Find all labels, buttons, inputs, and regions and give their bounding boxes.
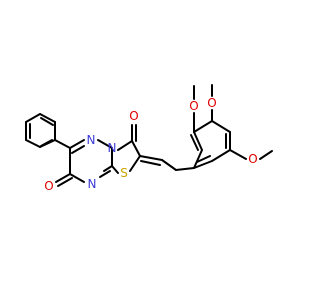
bond (40, 139, 53, 147)
bond (54, 139, 71, 149)
bond (55, 173, 71, 183)
bond (193, 131, 203, 151)
phenyl-ring (25, 113, 56, 148)
bond (69, 139, 85, 149)
bond (259, 150, 273, 160)
bond (129, 155, 141, 172)
bond (39, 113, 56, 123)
bond (193, 120, 213, 133)
bond (211, 149, 231, 162)
bond (97, 139, 113, 149)
bond (196, 155, 211, 163)
atom-nitrogen: N (87, 133, 96, 147)
bond (131, 140, 141, 157)
bond (140, 160, 161, 166)
bond (57, 177, 73, 187)
atom-oxygen: O (248, 152, 257, 166)
bond (193, 149, 203, 169)
bond (175, 167, 195, 171)
structure-svg: N N N S O O O O O (25, 84, 273, 193)
bond (211, 120, 231, 133)
bond (111, 165, 119, 174)
thiazole-ring (111, 140, 141, 174)
atom-sulfur: S (120, 166, 128, 180)
molecule-diagram: N N N S O O O O O (25, 84, 273, 193)
bond (229, 149, 247, 160)
atom-oxygen: O (44, 179, 53, 193)
triazine-ring (69, 139, 113, 183)
bond (193, 160, 213, 169)
atom-nitrogen: N (108, 141, 117, 155)
bond (40, 117, 54, 126)
atom-nitrogen: N (88, 177, 97, 191)
bond (190, 134, 199, 151)
bond (99, 170, 111, 178)
bond (117, 140, 133, 151)
bond (103, 165, 113, 172)
bond (25, 139, 41, 148)
atom-oxygen: O (207, 96, 216, 110)
trimethoxyphenyl-ring (190, 120, 231, 169)
bond (69, 173, 85, 183)
bond (71, 145, 85, 154)
bond (161, 159, 177, 171)
bond (139, 155, 163, 161)
atom-oxygen: O (189, 99, 198, 113)
bond (25, 113, 41, 123)
atom-oxygen: O (129, 109, 138, 123)
